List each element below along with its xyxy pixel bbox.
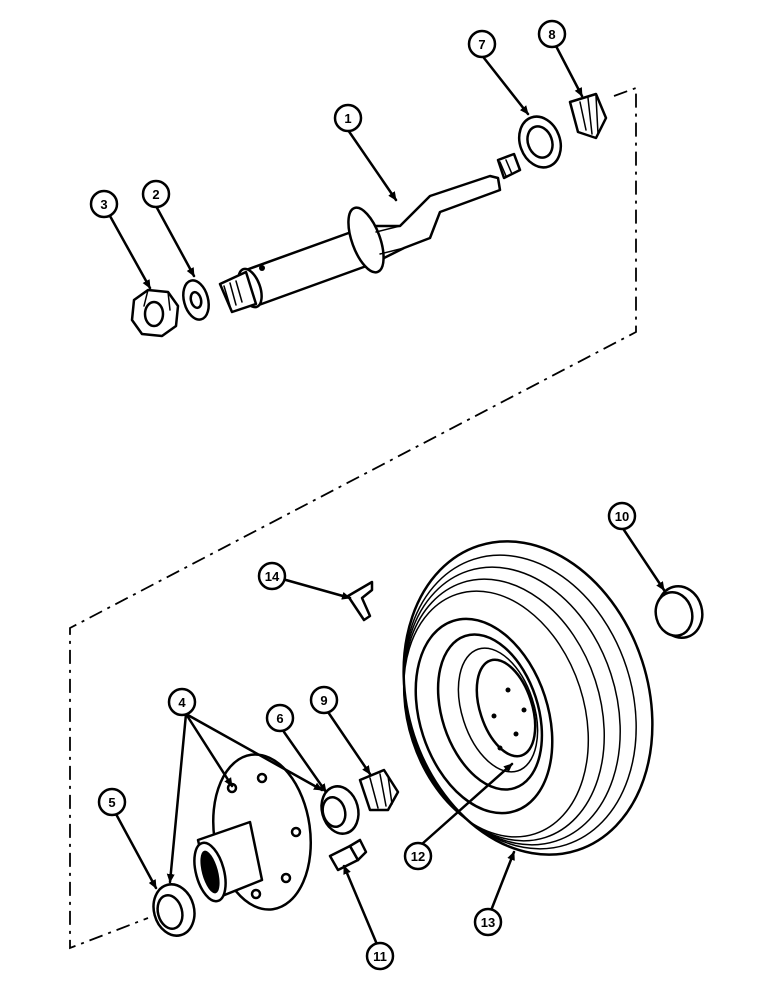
callout-label: 12 xyxy=(411,849,425,864)
callout-6: 6 xyxy=(265,703,295,733)
callout-11: 11 xyxy=(365,941,395,971)
wheel-hub xyxy=(193,753,313,911)
callout-label: 4 xyxy=(178,695,186,710)
callout-label: 1 xyxy=(344,111,351,126)
callout-label: 3 xyxy=(100,197,107,212)
callout-2: 2 xyxy=(141,179,171,209)
washer xyxy=(182,279,210,321)
hex-nut xyxy=(130,288,180,338)
callout-7: 7 xyxy=(467,29,497,59)
assembly-boundary-lines xyxy=(69,86,637,950)
callout-13: 13 xyxy=(473,907,503,937)
wheel-rim xyxy=(436,633,544,791)
valve-clip xyxy=(346,580,374,622)
callout-label: 8 xyxy=(548,27,555,42)
callout-8: 8 xyxy=(537,19,567,49)
callout-label: 9 xyxy=(320,693,327,708)
callout-label: 13 xyxy=(481,915,495,930)
hub-cap xyxy=(654,584,704,640)
bearing-cone-upper xyxy=(568,92,608,140)
callout-label: 5 xyxy=(108,795,115,810)
spindle-axle xyxy=(218,152,522,314)
grease-seal xyxy=(152,883,196,937)
callout-9: 9 xyxy=(309,685,339,715)
callout-label: 14 xyxy=(265,569,280,584)
callout-label: 6 xyxy=(276,711,283,726)
callout-label: 2 xyxy=(152,187,159,202)
callout-14: 14 xyxy=(257,561,287,591)
callout-4: 4 xyxy=(167,687,197,717)
bearing-cup-lower xyxy=(320,785,360,835)
bearing-cone-lower xyxy=(358,768,400,812)
leader-lines xyxy=(108,44,666,944)
callout-1: 1 xyxy=(333,103,363,133)
callout-3: 3 xyxy=(89,189,119,219)
callout-label: 7 xyxy=(478,37,485,52)
callout-10: 10 xyxy=(607,501,637,531)
grease-fitting xyxy=(328,838,368,872)
bearing-cup-upper xyxy=(517,115,563,169)
callout-label: 10 xyxy=(615,509,629,524)
callout-5: 5 xyxy=(97,787,127,817)
callout-12: 12 xyxy=(403,841,433,871)
callout-label: 11 xyxy=(373,949,387,964)
